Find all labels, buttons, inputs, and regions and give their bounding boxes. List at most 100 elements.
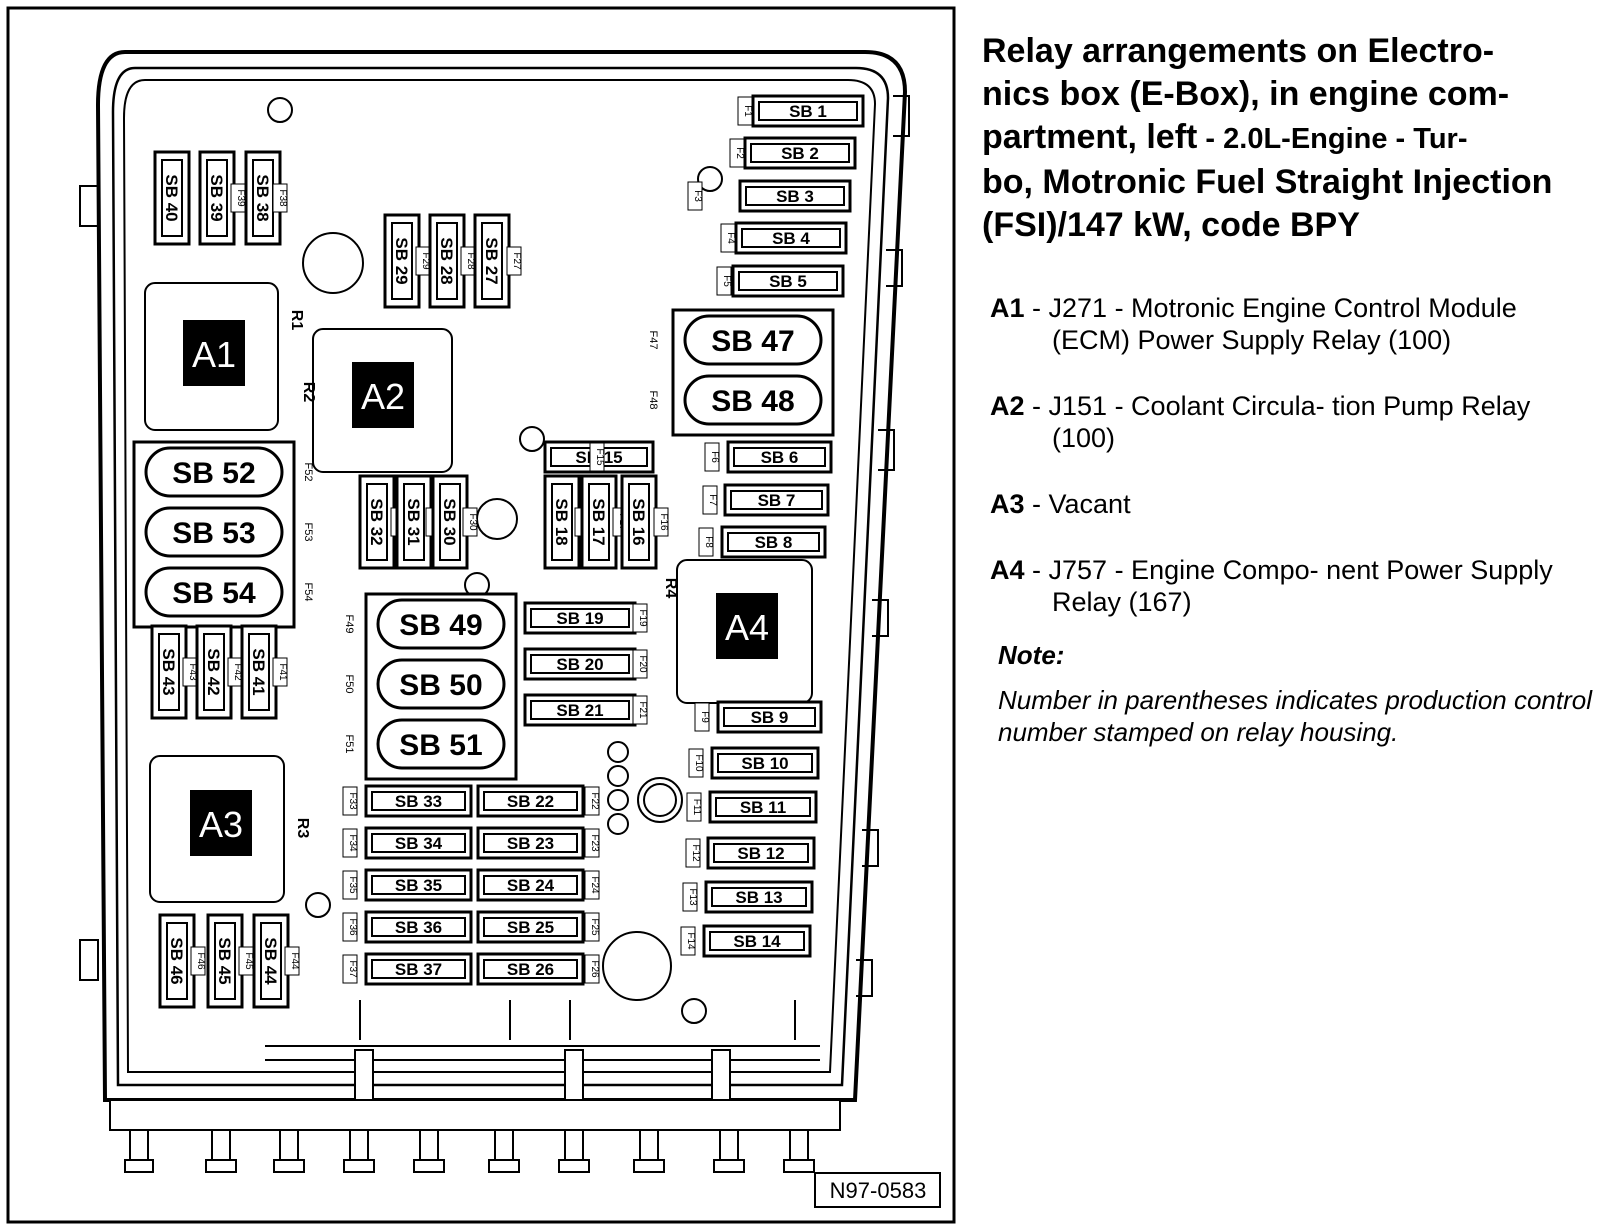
fuse-position-label: F47 [647, 331, 659, 350]
relay-label-box [190, 790, 252, 856]
small-fuse: SB 31F31 [395, 474, 441, 570]
fuse-label: SB 17 [589, 498, 608, 545]
fuse-position-label: F37 [347, 960, 358, 978]
fuse-position-label: F46 [195, 952, 206, 970]
small-fuse: SB 4F4 [720, 221, 848, 255]
relay-label-box [183, 320, 245, 386]
fuse-label: SB 28 [437, 237, 456, 284]
fuse-label: SB 39 [207, 174, 226, 221]
fuse-label: SB 48 [711, 385, 794, 418]
legend-text: J271 - Motronic Engine Control Module [1048, 293, 1517, 323]
large-fuse [376, 598, 506, 650]
small-fuse: SB 2F2 [729, 136, 857, 170]
fuse-label: SB 37 [395, 960, 442, 979]
title-line-4: bo, Motronic Fuel Straight Injection [982, 163, 1553, 201]
fuse-position-label: F30 [467, 513, 478, 531]
small-fuse: SB 46 F46 [158, 913, 206, 1009]
legend-text-cont: (100) [1052, 423, 1116, 453]
fuse-position-label: F26 [589, 960, 600, 978]
fuse-position-label: F25 [589, 918, 600, 936]
fuse-label: SB 49 [399, 609, 482, 642]
title-line-3a: partment, left [982, 118, 1198, 156]
fuse-label: SB 1 [789, 102, 827, 121]
fuse-position-label: F5 [721, 275, 732, 287]
legend-a3: A3 - Vacant [990, 489, 1131, 519]
fuse-position-label: F12 [690, 844, 701, 862]
title-line-2: nics box (E-Box), in engine com- [982, 75, 1510, 113]
large-fuse [144, 566, 284, 618]
fuse-label: SB 6 [761, 448, 799, 467]
relay-position-label: R1 [288, 310, 305, 331]
fuse-label: SB 14 [733, 932, 781, 951]
fuse-label: SB 34 [395, 834, 443, 853]
fuse-label: SB 31 [404, 498, 423, 545]
title-line-5: (FSI)/147 kW, code BPY [982, 206, 1360, 244]
relay-label-box [716, 593, 778, 659]
fuse-position-label: F11 [691, 799, 702, 816]
small-fuse: SB 37 F37 [342, 952, 473, 986]
small-fuse: SB 18F18 [543, 474, 590, 570]
fuse-position-label: F10 [693, 754, 704, 772]
small-fuse: SB 12 F12 [685, 836, 816, 870]
fuse-label: SB 8 [755, 533, 793, 552]
large-fuse [683, 374, 823, 426]
fuse-position-label: F1 [742, 105, 753, 117]
fuse-position-label: F19 [637, 609, 648, 627]
fuse-position-label: F33 [347, 792, 358, 810]
fuse-position-label: F22 [589, 792, 600, 810]
fuse-position-label: F13 [687, 888, 698, 906]
fuse-label: SB 51 [399, 729, 482, 762]
fuse-label: SB 29 [392, 237, 411, 284]
fuse-position-label: F35 [347, 876, 358, 894]
fuse-label: SB 5 [769, 272, 807, 291]
fuse-label: SB 26 [507, 960, 554, 979]
fuse-label: SB 12 [737, 844, 784, 863]
legend-text-cont: (ECM) Power Supply Relay (100) [1052, 325, 1452, 355]
small-fuse: SB 5 F5 [716, 264, 845, 298]
fuse-label: SB 46 [167, 937, 186, 984]
fuse-position-label: F24 [589, 876, 600, 894]
fuse-position-label: F21 [637, 701, 648, 719]
fuse-label: SB 18 [552, 498, 571, 545]
small-fuse: SB 1 F1 [737, 94, 865, 128]
fuse-position-label: F16 [658, 513, 669, 531]
legend-text: J151 - Coolant Circula- tion Pump Relay [1048, 391, 1531, 421]
legend-key: A1 [990, 293, 1025, 323]
fuse-label: SB 54 [172, 577, 256, 610]
fuse-label: SB 4 [772, 229, 810, 248]
legend-key: A3 [990, 489, 1025, 519]
fuse-label: SB 10 [741, 754, 788, 773]
page-title: Relay arrangements on Electro- nics box … [982, 30, 1582, 247]
fuse-position-label: F42 [232, 663, 243, 681]
fuse-label: SB 33 [395, 792, 442, 811]
small-fuse: SB 33 F33 [342, 784, 473, 818]
fuse-label: SB 36 [395, 918, 442, 937]
fuse-label: SB 30 [440, 498, 459, 545]
fuse-label: SB 43 [159, 648, 178, 695]
fuse-position-label: F54 [302, 583, 314, 602]
fuse-label: SB 20 [556, 655, 603, 674]
fuse-position-label: F23 [589, 834, 600, 852]
fuse-label: SB 21 [556, 701, 603, 720]
relay-position-label: R3 [294, 818, 311, 839]
round-bosses [302, 232, 683, 1001]
fuse-position-label: F45 [243, 952, 254, 970]
fuse-label: SB 19 [556, 609, 603, 628]
